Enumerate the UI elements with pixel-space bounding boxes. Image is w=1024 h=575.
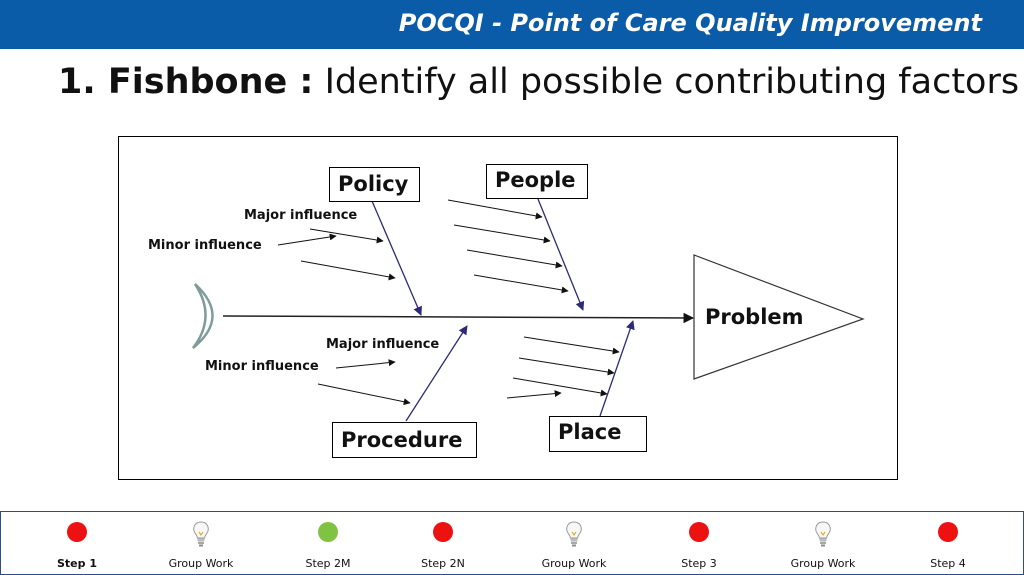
- people-box: People: [486, 164, 588, 199]
- minor-influence-upper-label: Minor influence: [148, 238, 262, 253]
- lightbulb-icon: [815, 521, 831, 547]
- header-bar: POCQI - Point of Care Quality Improvemen…: [0, 0, 1024, 49]
- people-arrow-4: [473, 274, 569, 294]
- group-work-3[interactable]: Group Work: [761, 512, 885, 574]
- people-arrow-2: [453, 224, 551, 244]
- place-label: Place: [558, 420, 622, 444]
- place-arrow-1: [523, 336, 620, 355]
- procedure-label: Procedure: [341, 428, 463, 452]
- minor-influence-lower-label: Minor influence: [205, 359, 319, 374]
- step-label: Step 2M: [305, 557, 351, 570]
- policy-bone: [371, 200, 422, 316]
- policy-label: Policy: [338, 172, 409, 196]
- people-bone: [537, 198, 585, 311]
- status-dot-icon: [318, 522, 338, 542]
- procedure-arrow-1: [335, 359, 396, 369]
- step-3[interactable]: Step 3: [637, 512, 761, 574]
- procedure-arrow-2: [317, 383, 411, 406]
- major-influence-upper-label: Major influence: [244, 208, 358, 223]
- place-arrow-4: [506, 390, 562, 399]
- lightbulb-icon: [193, 521, 209, 547]
- fishbone-lines: [192, 198, 865, 422]
- place-arrow-3: [512, 377, 608, 397]
- step-label: Group Work: [790, 557, 856, 570]
- policy-arrow-1: [309, 228, 384, 244]
- lightbulb-icon: [566, 521, 582, 547]
- place-arrow-2: [518, 357, 615, 376]
- step-label: Group Work: [541, 557, 607, 570]
- step-navigation: Step 1 Group Work Step 2M Step 2N Group …: [0, 511, 1024, 575]
- people-label: People: [495, 168, 576, 192]
- major-influence-lower-label: Major influence: [326, 337, 440, 352]
- spine-line: [222, 312, 695, 324]
- slide-heading: 1. Fishbone : Identify all possible cont…: [58, 62, 1019, 102]
- fishbone-diagram: Policy People Procedure Place Problem Ma…: [118, 136, 898, 480]
- status-dot-icon: [433, 522, 453, 542]
- step-label: Step 2N: [421, 557, 465, 570]
- group-work-2[interactable]: Group Work: [512, 512, 636, 574]
- step-label: Group Work: [168, 557, 234, 570]
- people-arrow-1: [447, 199, 543, 220]
- people-arrow-3: [466, 249, 563, 269]
- procedure-box: Procedure: [332, 422, 477, 458]
- problem-label: Problem: [705, 305, 804, 329]
- step-label: Step 4: [930, 557, 966, 570]
- step-1[interactable]: Step 1: [15, 512, 139, 574]
- fish-head-triangle: [693, 254, 865, 380]
- heading-bold: 1. Fishbone :: [58, 62, 314, 102]
- place-box: Place: [549, 416, 647, 452]
- step-2m[interactable]: Step 2M: [266, 512, 390, 574]
- header-title: POCQI - Point of Care Quality Improvemen…: [398, 9, 982, 37]
- place-bone: [599, 320, 635, 417]
- procedure-bone: [405, 325, 468, 422]
- step-label: Step 1: [57, 557, 97, 570]
- step-2n[interactable]: Step 2N: [381, 512, 505, 574]
- policy-box: Policy: [329, 167, 420, 202]
- policy-arrow-2: [277, 233, 337, 246]
- status-dot-icon: [938, 522, 958, 542]
- heading-text: Identify all possible contributing facto…: [313, 62, 1020, 102]
- status-dot-icon: [67, 522, 87, 542]
- step-4[interactable]: Step 4: [886, 512, 1010, 574]
- fish-tail-icon: [192, 283, 214, 349]
- status-dot-icon: [689, 522, 709, 542]
- group-work-1[interactable]: Group Work: [139, 512, 263, 574]
- step-label: Step 3: [681, 557, 717, 570]
- policy-arrow-3: [300, 260, 396, 281]
